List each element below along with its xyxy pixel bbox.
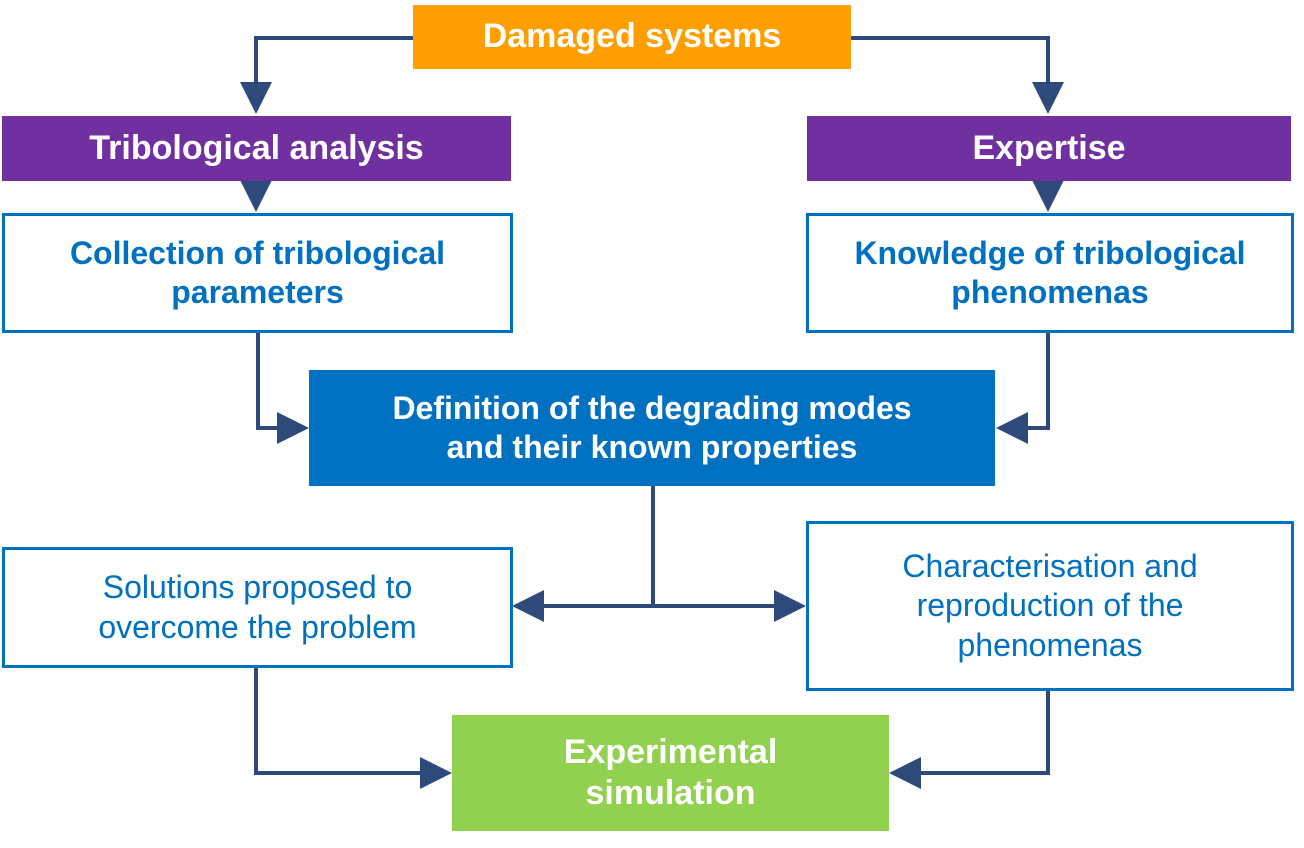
node-experimental-simulation-label: Experimental simulation <box>563 732 778 812</box>
arrow-solutions-to-experimental <box>254 668 452 789</box>
arrow-damaged-to-tribological <box>240 36 413 114</box>
node-definition-degrading-modes: Definition of the degrading modes and th… <box>309 370 995 486</box>
node-knowledge-phenomenas-label: Knowledge of tribological phenomenas <box>854 234 1246 310</box>
node-experimental-simulation: Experimental simulation <box>452 715 889 831</box>
arrow-damaged-to-expertise <box>851 36 1064 114</box>
node-tribological-analysis: Tribological analysis <box>2 116 511 181</box>
node-collection-parameters-label: Collection of tribological parameters <box>69 234 446 310</box>
arrow-knowledge-to-definition <box>996 332 1050 444</box>
node-solutions-proposed: Solutions proposed to overcome the probl… <box>2 547 513 668</box>
node-solutions-proposed-label: Solutions proposed to overcome the probl… <box>98 569 417 645</box>
node-damaged-systems-label: Damaged systems <box>482 17 782 56</box>
node-definition-degrading-modes-label: Definition of the degrading modes and th… <box>392 389 912 465</box>
node-tribological-analysis-label: Tribological analysis <box>89 128 424 167</box>
node-characterisation-reproduction-label: Characterisation and reproduction of the… <box>902 548 1198 663</box>
node-collection-parameters: Collection of tribological parameters <box>2 213 513 333</box>
arrow-characterisation-to-experimental <box>889 690 1050 789</box>
arrow-collection-to-definition <box>256 332 309 444</box>
node-expertise-label: Expertise <box>972 128 1126 167</box>
node-expertise: Expertise <box>807 116 1291 181</box>
node-knowledge-phenomenas: Knowledge of tribological phenomenas <box>806 213 1294 333</box>
node-damaged-systems: Damaged systems <box>413 5 851 69</box>
node-characterisation-reproduction: Characterisation and reproduction of the… <box>806 521 1294 691</box>
